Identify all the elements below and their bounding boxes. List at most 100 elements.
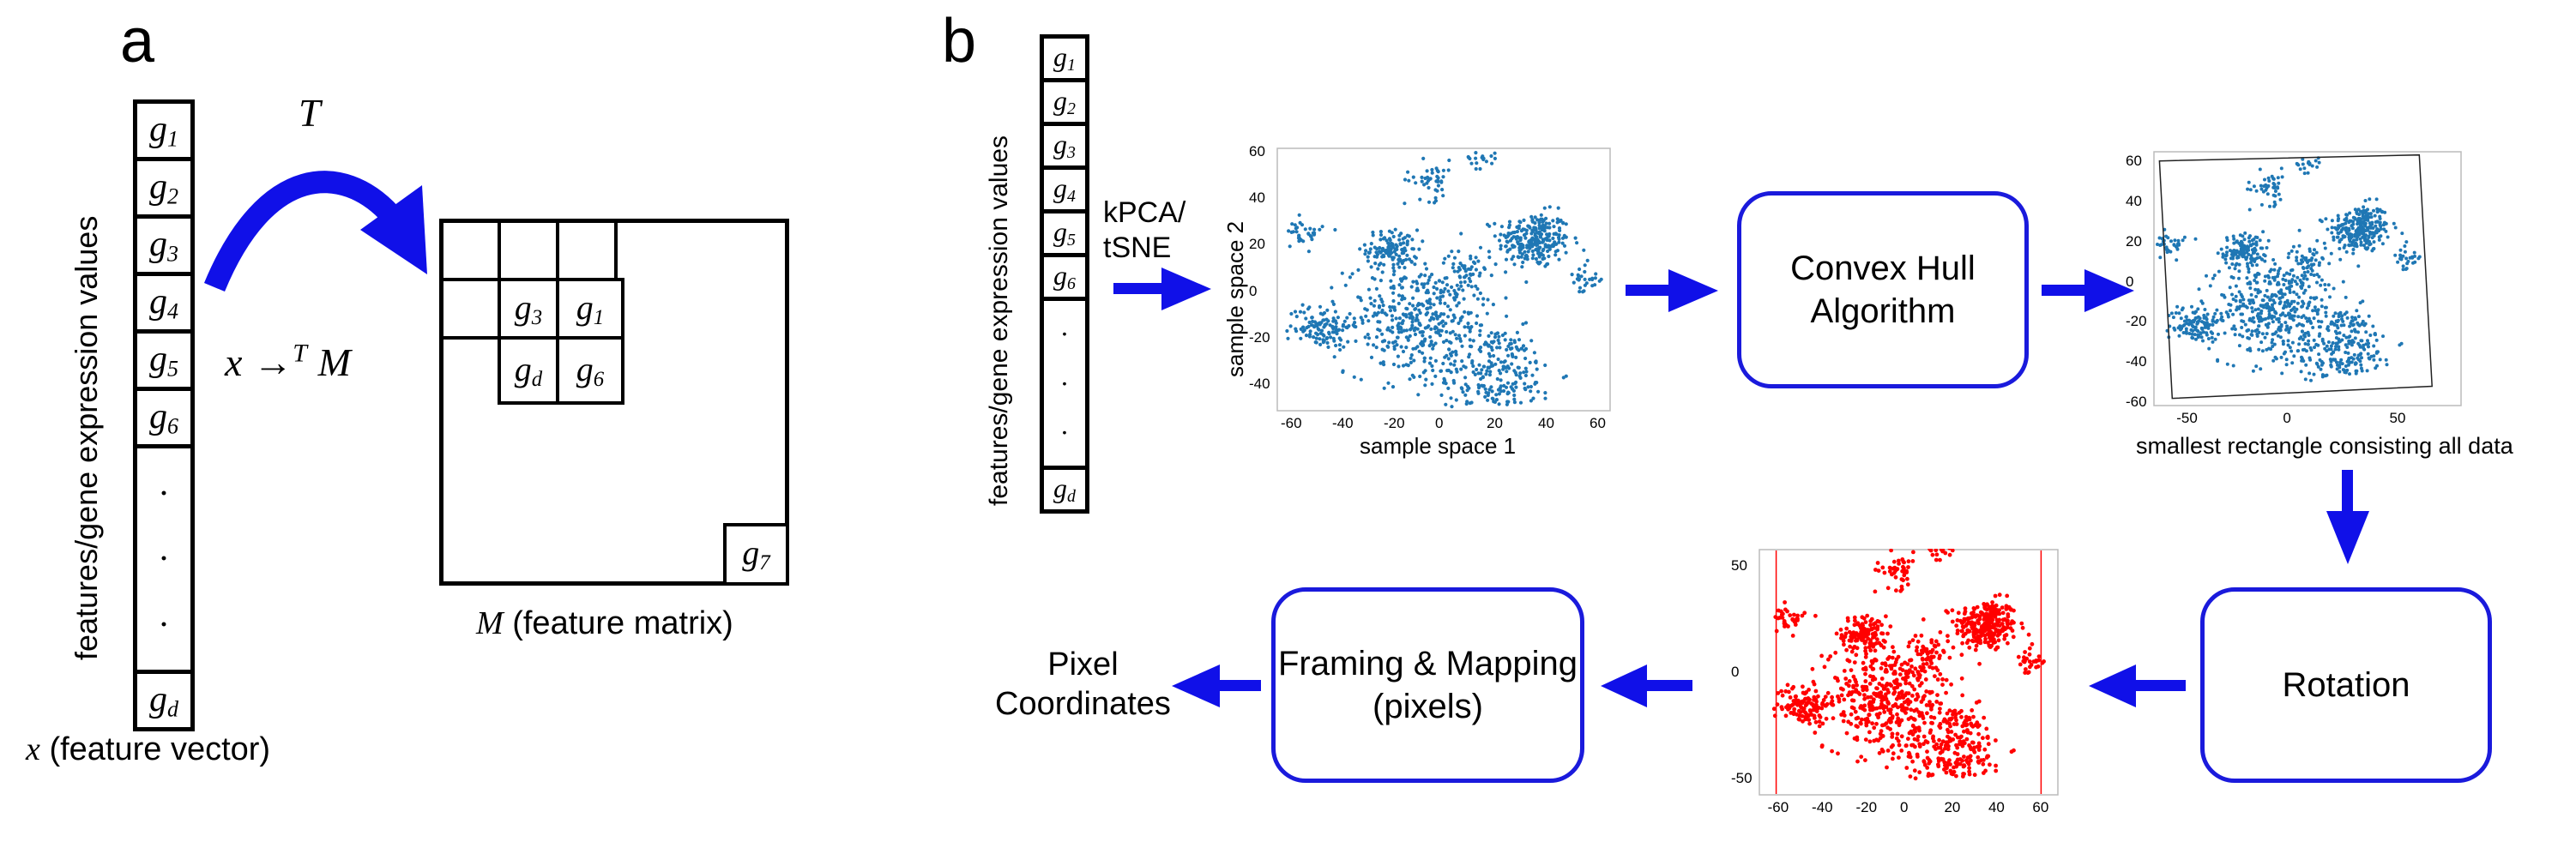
scatter-point — [1395, 247, 1399, 251]
scatter-point — [1336, 328, 1340, 333]
scatter-point — [1935, 677, 1940, 682]
scatter-point — [1462, 297, 1466, 301]
scatter-point — [2266, 274, 2270, 278]
scatter-point — [2259, 311, 2263, 315]
scatter-point — [2193, 237, 2198, 241]
scatter-point — [2368, 221, 2372, 226]
scatter-point — [1493, 400, 1497, 404]
scatter-point — [2363, 322, 2368, 326]
scatter-point — [2286, 339, 2290, 343]
scatter-point — [1471, 364, 1475, 369]
scatter-point — [2312, 253, 2316, 257]
scatter-point — [1402, 241, 1406, 245]
scatter-point — [2278, 300, 2283, 304]
scatter-point — [2196, 307, 2200, 311]
scatter-point — [2179, 328, 2182, 332]
scatter-point — [2362, 208, 2366, 213]
scatter-point — [1816, 694, 1820, 699]
scatter-point — [1426, 310, 1430, 315]
scatter-point — [1947, 717, 1952, 721]
scatter-point — [1401, 237, 1405, 241]
scatter-point — [2344, 295, 2348, 299]
scatter-point — [1422, 356, 1427, 360]
scatter-point — [1397, 293, 1402, 298]
scatter-point — [2272, 268, 2277, 272]
scatter-point — [1535, 218, 1540, 222]
arrow-framed-to-mapping — [1601, 665, 1692, 707]
scatter-point — [1988, 762, 1992, 767]
scatter-point — [2288, 346, 2292, 350]
scatter-point — [1948, 762, 1952, 767]
scatter-point — [1433, 280, 1438, 285]
scatter-point — [1971, 714, 1976, 719]
scatter-point — [2356, 330, 2360, 334]
scatter-point — [1943, 743, 1948, 748]
scatter-point — [2302, 256, 2306, 260]
scatter-point — [2295, 301, 2300, 305]
scatter-point — [2364, 342, 2368, 346]
scatter-point — [1297, 213, 1301, 217]
scatter-point — [1392, 250, 1397, 254]
scatter-point — [2192, 320, 2196, 324]
scatter-point — [1386, 381, 1391, 385]
scatter-point — [1439, 295, 1443, 299]
scatter-point — [2396, 260, 2400, 264]
scatter-point — [1795, 613, 1800, 618]
scatter-point — [2253, 287, 2258, 292]
scatter-point — [2305, 319, 2309, 323]
scatter-point — [1387, 340, 1391, 345]
scatter-point — [1983, 627, 1988, 632]
scatter-point — [2173, 238, 2177, 243]
scatter-point — [1545, 232, 1549, 237]
scatter-point — [1415, 288, 1419, 292]
scatter-point — [2361, 229, 2365, 233]
scatter-point — [2245, 276, 2249, 280]
scatter-point — [1974, 701, 1979, 705]
scatter-point — [2280, 175, 2284, 179]
scatter-point — [2211, 276, 2215, 280]
scatter-point — [2259, 183, 2263, 188]
scatter-point — [1369, 265, 1373, 269]
scatter-point — [1535, 240, 1540, 244]
scatter-point — [1931, 734, 1935, 739]
scatter-point — [2336, 219, 2340, 223]
scatter-point — [2363, 215, 2368, 220]
scatter-point — [2398, 254, 2403, 258]
scatter-point — [1976, 741, 1982, 746]
scatter-point — [1903, 671, 1909, 677]
scatter-point — [1406, 336, 1410, 340]
scatter-point — [1504, 257, 1509, 262]
scatter-point — [1871, 635, 1875, 640]
scatter-point — [2207, 346, 2211, 351]
scatter-point — [1341, 328, 1345, 333]
vec-a-ellipsis-dot: · — [158, 539, 170, 579]
scatter-point — [2259, 367, 2263, 371]
scatter-point — [2265, 288, 2269, 292]
scatter-point — [2301, 304, 2304, 309]
scatter-point — [1443, 301, 1447, 305]
scatter-point — [1874, 737, 1879, 743]
scatter-point — [2367, 345, 2370, 349]
scatter-point — [1397, 316, 1402, 321]
scatter-point — [1868, 664, 1873, 669]
scatter-point — [2257, 324, 2261, 328]
scatter-point — [2221, 252, 2225, 256]
scatter-point — [1352, 375, 1356, 379]
scatter1-ylabel: sample space 2 — [1222, 220, 1248, 377]
scatter-point — [1836, 751, 1840, 756]
scatter-point — [1813, 689, 1819, 694]
scatter-point — [1397, 364, 1401, 369]
scatter-point — [2279, 288, 2283, 292]
scatter-point — [1921, 617, 1926, 622]
scatter-point — [2372, 344, 2376, 348]
scatter-point — [2178, 324, 2182, 328]
scatter-point — [1994, 617, 2000, 622]
scatter-point — [2260, 246, 2265, 250]
scatter-point — [1908, 700, 1913, 704]
scatter-point — [1487, 256, 1492, 260]
scatter-point — [1800, 613, 1805, 618]
scatter-point — [1342, 319, 1347, 323]
scatter-point — [1487, 224, 1492, 228]
scatter-point — [2283, 292, 2287, 297]
scatter-point — [1478, 245, 1483, 250]
